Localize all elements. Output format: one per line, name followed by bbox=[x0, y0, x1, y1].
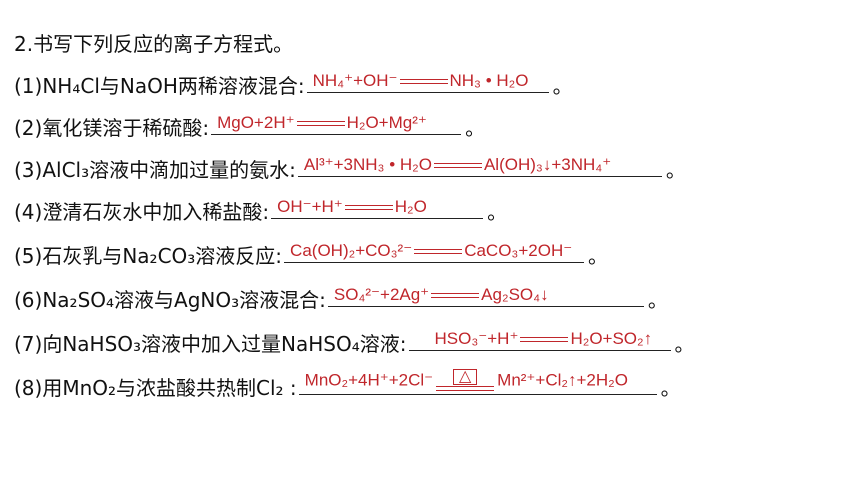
reactants: Ca(OH)₂+CO₃²⁻ bbox=[290, 241, 413, 260]
reactants: MnO₂+4H⁺+2Cl⁻ bbox=[304, 370, 434, 390]
question-text: NH₄Cl与NaOH两稀溶液混合: bbox=[42, 74, 305, 98]
products: NH₃ • H₂O bbox=[449, 71, 529, 90]
equals-sign bbox=[399, 77, 448, 87]
products: H₂O bbox=[394, 197, 427, 216]
question-number: (8) bbox=[14, 376, 43, 400]
answer-equation: HSO₃⁻+H⁺ H₂O+SO₂↑ bbox=[435, 329, 653, 349]
equals-sign bbox=[296, 119, 345, 129]
equals-bars bbox=[436, 384, 495, 392]
question-2: (2) 氧化镁溶于稀硫酸: MgO+2H⁺ H₂O+Mg²⁺ 。 bbox=[14, 110, 485, 142]
products: H₂O+Mg²⁺ bbox=[346, 113, 427, 132]
reactants: MgO+2H⁺ bbox=[217, 113, 295, 132]
products: Mn²⁺+Cl₂↑+2H₂O bbox=[497, 370, 628, 390]
reactants: Al³⁺+3NH₃ • H₂O bbox=[303, 155, 432, 174]
reactants: OH⁻+H⁺ bbox=[277, 197, 343, 216]
answer-equation: MgO+2H⁺ H₂O+Mg²⁺ bbox=[217, 113, 427, 133]
answer-blank: OH⁻+H⁺ H₂O bbox=[271, 194, 484, 219]
answer-blank: MgO+2H⁺ H₂O+Mg²⁺ bbox=[211, 110, 462, 135]
answer-blank: HSO₃⁻+H⁺ H₂O+SO₂↑ bbox=[408, 326, 671, 351]
question-4: (4) 澄清石灰水中加入稀盐酸: OH⁻+H⁺ H₂O 。 bbox=[14, 194, 507, 226]
question-7: (7) 向NaHSO₃溶液中加入过量NaHSO₄溶液: HSO₃⁻+H⁺ H₂O+… bbox=[14, 326, 695, 358]
answer-equation: OH⁻+H⁺ H₂O bbox=[277, 197, 427, 217]
question-text: 向NaHSO₃溶液中加入过量NaHSO₄溶液: bbox=[42, 332, 407, 356]
answer-equation: Ca(OH)₂+CO₃²⁻ CaCO₃+2OH⁻ bbox=[290, 241, 572, 261]
end-mark: 。 bbox=[665, 158, 686, 182]
end-mark: 。 bbox=[647, 288, 668, 312]
products: H₂O+SO₂↑ bbox=[570, 329, 653, 348]
question-text: 石灰乳与Na₂CO₃溶液反应: bbox=[42, 244, 283, 268]
equals-sign bbox=[431, 291, 480, 301]
answer-blank: SO₄²⁻+2Ag⁺ Ag₂SO₄↓ bbox=[327, 282, 644, 307]
question-3: (3) AlCl₃溶液中滴加过量的氨水: Al³⁺+3NH₃ • H₂O Al(O… bbox=[14, 152, 686, 184]
question-text: Na₂SO₄溶液与AgNO₃溶液混合: bbox=[42, 288, 326, 312]
question-number: (3) bbox=[14, 158, 43, 182]
question-text: AlCl₃溶液中滴加过量的氨水: bbox=[42, 158, 296, 182]
end-mark: 。 bbox=[487, 200, 508, 224]
equals-sign bbox=[520, 335, 569, 345]
answer-equation: SO₄²⁻+2Ag⁺ Ag₂SO₄↓ bbox=[334, 285, 549, 305]
question-number: (7) bbox=[14, 332, 43, 356]
answer-equation: Al³⁺+3NH₃ • H₂O Al(OH)₃↓+3NH₄⁺ bbox=[304, 155, 611, 175]
answer-blank: Al³⁺+3NH₃ • H₂O Al(OH)₃↓+3NH₄⁺ bbox=[297, 152, 662, 177]
end-mark: 。 bbox=[552, 74, 573, 98]
answer-equation: MnO₂+4H⁺+2Cl⁻ △ Mn²⁺+Cl₂↑+2H₂O bbox=[305, 369, 628, 393]
equals-sign bbox=[433, 161, 482, 171]
question-number: (6) bbox=[14, 288, 43, 312]
reactants: SO₄²⁻+2Ag⁺ bbox=[333, 285, 430, 304]
question-text: 澄清石灰水中加入稀盐酸: bbox=[42, 200, 270, 224]
page-title: 2.书写下列反应的离子方程式。 bbox=[14, 32, 294, 56]
end-mark: 。 bbox=[465, 116, 486, 140]
question-number: (1) bbox=[14, 74, 43, 98]
products: CaCO₃+2OH⁻ bbox=[464, 241, 573, 260]
question-6: (6) Na₂SO₄溶液与AgNO₃溶液混合: SO₄²⁻+2Ag⁺ Ag₂SO₄… bbox=[14, 282, 668, 314]
question-text: 氧化镁溶于稀硫酸: bbox=[42, 116, 210, 140]
equals-sign bbox=[344, 203, 393, 213]
question-5: (5) 石灰乳与Na₂CO₃溶液反应: Ca(OH)₂+CO₃²⁻ CaCO₃+2… bbox=[14, 238, 608, 270]
answer-blank: NH₄⁺+OH⁻ NH₃ • H₂O bbox=[306, 68, 549, 93]
answer-equation: NH₄⁺+OH⁻ NH₃ • H₂O bbox=[313, 71, 529, 91]
reactants: NH₄⁺+OH⁻ bbox=[312, 71, 398, 90]
equals-sign bbox=[414, 247, 463, 257]
heating-equals-sign: △ bbox=[436, 369, 495, 393]
answer-blank: MnO₂+4H⁺+2Cl⁻ △ Mn²⁺+Cl₂↑+2H₂O bbox=[298, 369, 657, 395]
end-mark: 。 bbox=[588, 244, 609, 268]
question-number: (5) bbox=[14, 244, 43, 268]
question-8: (8) 用MnO₂与浓盐酸共热制Cl₂ : MnO₂+4H⁺+2Cl⁻ △ Mn²⁺… bbox=[14, 369, 681, 402]
end-mark: 。 bbox=[674, 332, 695, 356]
question-number: (4) bbox=[14, 200, 43, 224]
question-number: (2) bbox=[14, 116, 43, 140]
question-text: 用MnO₂与浓盐酸共热制Cl₂ : bbox=[42, 376, 297, 400]
question-1: (1) NH₄Cl与NaOH两稀溶液混合: NH₄⁺+OH⁻NH₃ • H₂O … bbox=[14, 68, 573, 100]
heat-triangle-icon: △ bbox=[453, 369, 478, 385]
products: Al(OH)₃↓+3NH₄⁺ bbox=[483, 155, 612, 174]
answer-blank: Ca(OH)₂+CO₃²⁻ CaCO₃+2OH⁻ bbox=[284, 238, 585, 263]
end-mark: 。 bbox=[660, 376, 681, 400]
products: Ag₂SO₄↓ bbox=[481, 285, 549, 304]
reactants: HSO₃⁻+H⁺ bbox=[434, 329, 519, 348]
